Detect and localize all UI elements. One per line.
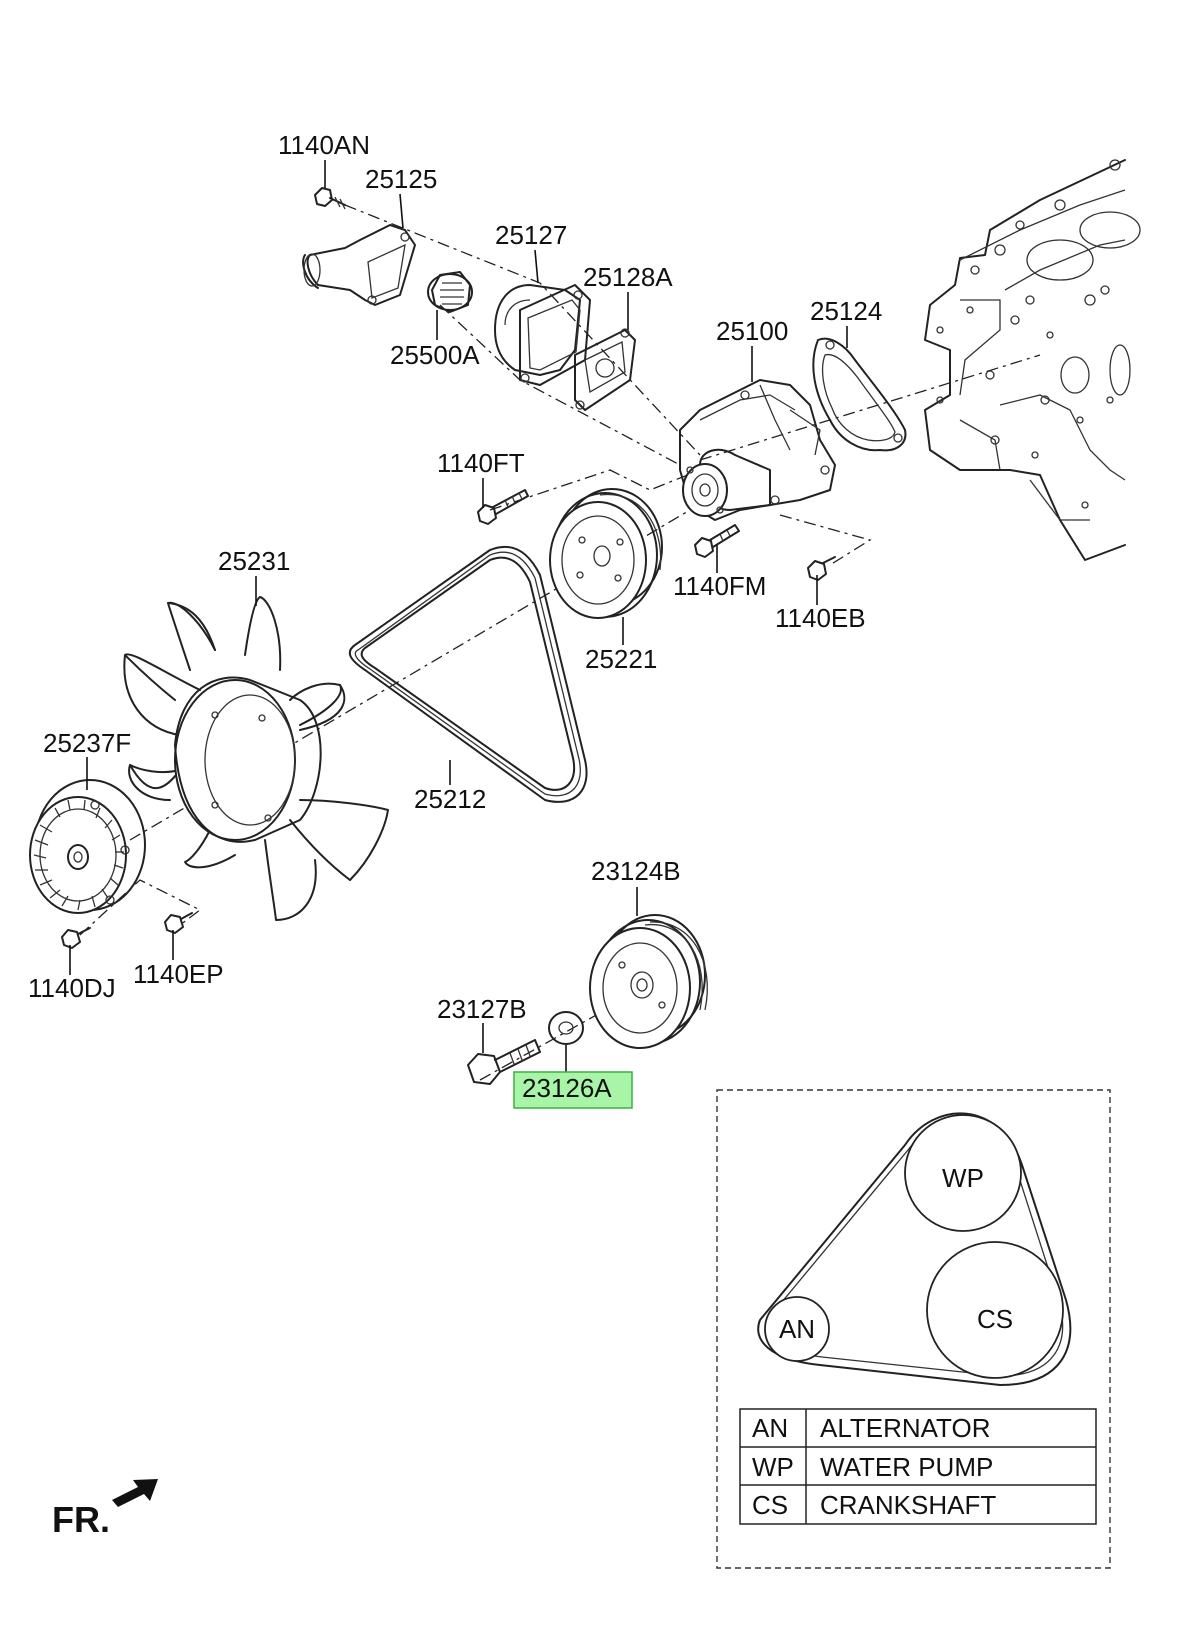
legend-code-1: AN xyxy=(752,1413,788,1443)
inset-frame xyxy=(716,1089,1111,1569)
front-arrow-icon xyxy=(112,1479,158,1507)
front-marker: FR. xyxy=(52,1479,158,1540)
label-25127[interactable]: 25127 xyxy=(495,220,567,250)
part-labels: 1140AN 25125 25127 25128A 25500A 25100 2… xyxy=(28,130,882,1109)
legend-name-2: WATER PUMP xyxy=(820,1452,993,1482)
label-1140AN[interactable]: 1140AN xyxy=(278,130,370,160)
label-25231[interactable]: 25231 xyxy=(218,546,290,576)
label-1140FM[interactable]: 1140FM xyxy=(673,571,766,601)
label-23124B[interactable]: 23124B xyxy=(591,856,681,886)
label-25125[interactable]: 25125 xyxy=(365,164,437,194)
pulley-cs xyxy=(926,1241,1064,1379)
legend-name-3: CRANKSHAFT xyxy=(820,1490,996,1520)
label-23127B[interactable]: 23127B xyxy=(437,994,527,1024)
part-1140EB-bolt xyxy=(807,556,836,581)
label-25128A[interactable]: 25128A xyxy=(583,262,673,292)
pulley-label-cs: CS xyxy=(977,1304,1013,1334)
part-25124-gasket xyxy=(812,337,907,452)
part-25231-fan xyxy=(123,596,389,921)
part-1140FT-bolt xyxy=(477,489,529,525)
label-25212[interactable]: 25212 xyxy=(414,784,486,814)
part-23124B-crank-pulley xyxy=(589,914,708,1049)
pulley-an xyxy=(764,1296,830,1362)
part-25125-water-outlet xyxy=(302,224,416,306)
legend-table: AN ALTERNATOR WP WATER PUMP CS CRANKSHAF… xyxy=(739,1408,1097,1525)
legend-code-2: WP xyxy=(752,1452,794,1482)
part-25500A-thermostat xyxy=(427,271,473,313)
legend-code-3: CS xyxy=(752,1490,788,1520)
engine-block xyxy=(924,159,1141,561)
label-25100[interactable]: 25100 xyxy=(716,316,788,346)
part-25212-belt xyxy=(348,545,588,803)
legend-name-1: ALTERNATOR xyxy=(820,1413,990,1443)
pulley-wp xyxy=(904,1114,1022,1232)
part-25128A-gasket xyxy=(574,328,636,411)
label-25124[interactable]: 25124 xyxy=(810,296,882,326)
part-25100-water-pump xyxy=(679,379,836,521)
label-25500A[interactable]: 25500A xyxy=(390,340,480,370)
label-1140FT[interactable]: 1140FT xyxy=(437,448,525,478)
front-label: FR. xyxy=(52,1499,110,1540)
belt-layout-inset: WP CS AN AN ALTERNATOR WP WATER PUMP CS … xyxy=(716,1089,1111,1569)
label-1140EP[interactable]: 1140EP xyxy=(133,959,224,989)
part-23127B-bolt xyxy=(467,1039,541,1085)
part-25237F-fan-clutch xyxy=(29,779,146,914)
leader-lines xyxy=(69,160,848,1072)
highlight-box-23126A xyxy=(513,1071,633,1109)
part-1140AN-bolt xyxy=(314,187,346,210)
pulley-label-wp: WP xyxy=(942,1163,984,1193)
part-25221-pulley xyxy=(549,488,663,619)
part-1140EP-bolt xyxy=(164,912,193,934)
label-1140EB[interactable]: 1140EB xyxy=(775,603,866,633)
label-23126A[interactable]: 23126A xyxy=(522,1073,612,1103)
part-23126A-washer xyxy=(548,1011,584,1045)
label-25221[interactable]: 25221 xyxy=(585,644,657,674)
pulley-label-an: AN xyxy=(779,1314,815,1344)
label-1140DJ[interactable]: 1140DJ xyxy=(28,973,116,1003)
part-1140FM-bolt xyxy=(694,524,740,558)
assembly-centerlines xyxy=(79,204,1041,1081)
label-25237F[interactable]: 25237F xyxy=(43,728,131,758)
part-1140DJ-bolt xyxy=(61,927,91,949)
